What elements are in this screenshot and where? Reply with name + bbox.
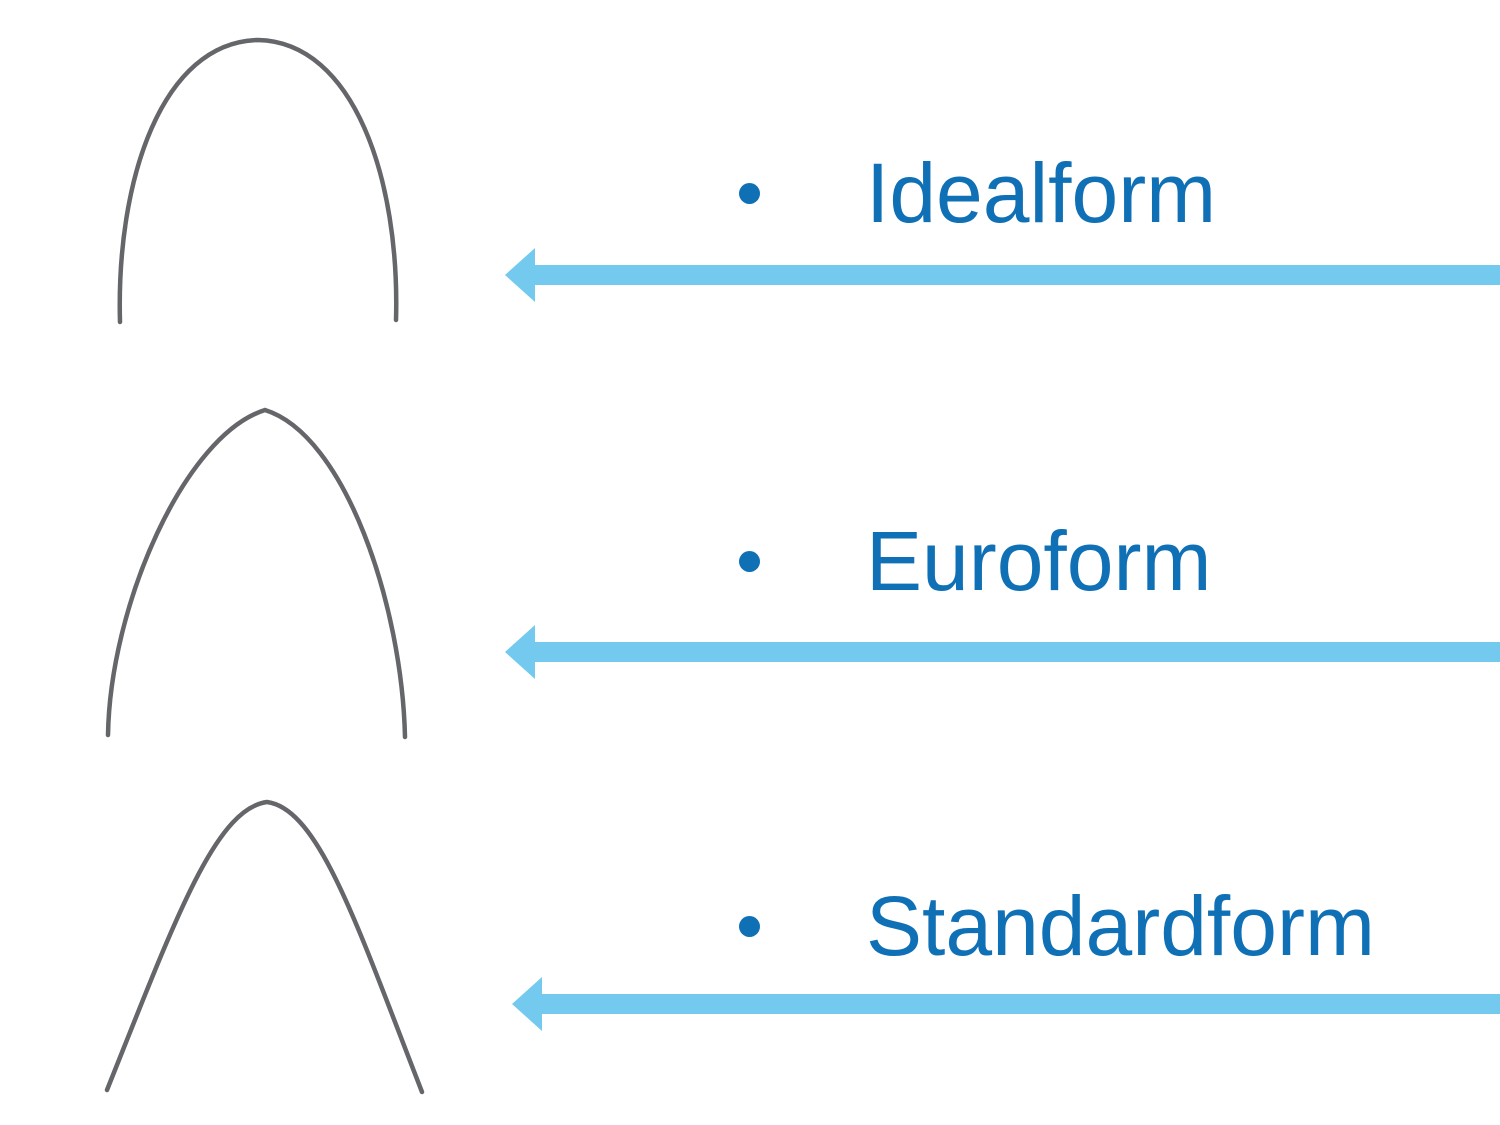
idealform-archwire-icon [117, 37, 399, 325]
list-item-euroform: Euroform [739, 515, 1211, 607]
left-arrow-icon [505, 248, 1500, 302]
standardform-label: Standardform [866, 879, 1375, 973]
standardform-archwire-icon [104, 799, 425, 1095]
idealform-label: Idealform [866, 146, 1217, 240]
list-item-standardform: Standardform [739, 880, 1375, 972]
euroform-archwire-icon [105, 407, 408, 740]
left-arrow-icon [505, 625, 1500, 679]
left-arrow-icon [512, 977, 1500, 1031]
bullet-icon [739, 915, 760, 937]
euroform-label: Euroform [866, 514, 1212, 608]
list-item-idealform: Idealform [739, 147, 1216, 239]
bullet-icon [739, 182, 760, 204]
bullet-icon [739, 550, 760, 572]
